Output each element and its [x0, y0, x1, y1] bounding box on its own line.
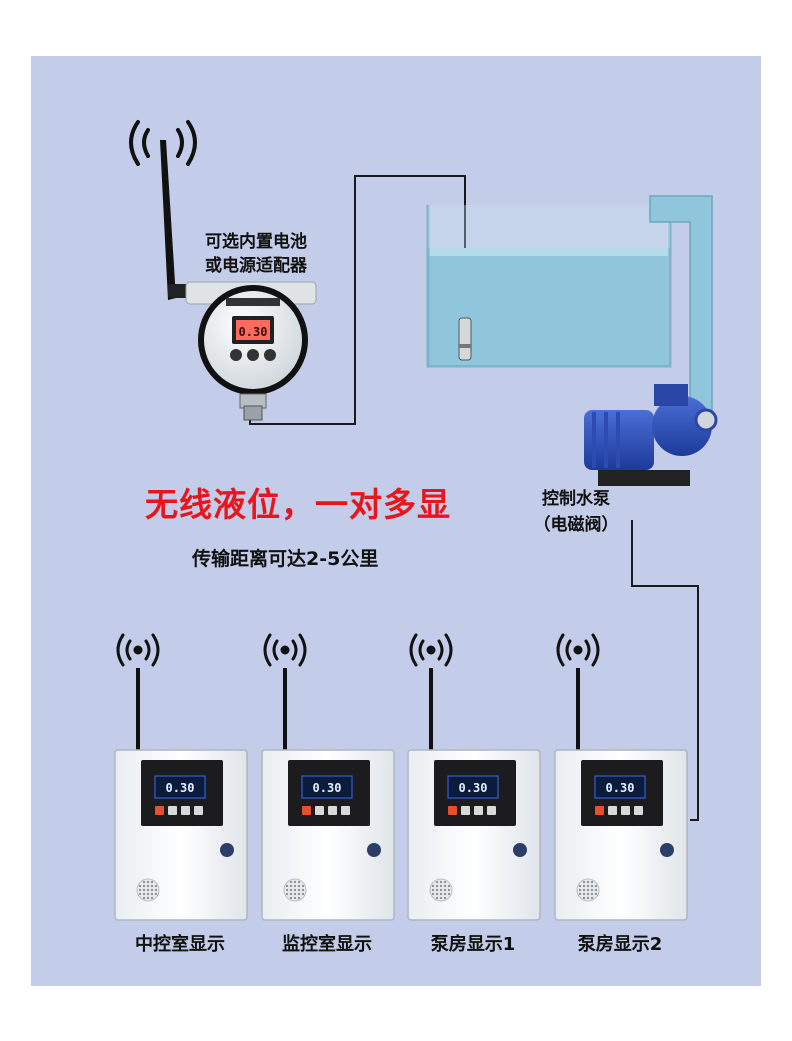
headline: 无线液位，一对多显	[145, 485, 451, 524]
antenna-signal-icon	[409, 633, 453, 667]
pump-caption-line1: 控制水泵	[542, 489, 610, 509]
receiver-display-2: 0.30	[261, 633, 395, 921]
receiver-caption-1: 中控室显示	[135, 934, 225, 955]
receiver-lcd	[301, 775, 353, 799]
lock-knob	[367, 843, 381, 857]
level-transmitter	[185, 281, 317, 421]
speaker-grille-icon	[283, 878, 307, 902]
sensor-caption-line2: 或电源适配器	[205, 256, 307, 276]
receiver-display-value: 0.30	[166, 781, 195, 795]
receiver-display-4: 0.30	[554, 633, 688, 921]
receiver-lcd	[594, 775, 646, 799]
speaker-grille-icon	[136, 878, 160, 902]
subline: 传输距离可达2-5公里	[192, 548, 379, 570]
receiver-caption-2: 监控室显示	[282, 934, 372, 955]
antenna-signal-icon	[116, 633, 160, 667]
receiver-caption-4: 泵房显示2	[577, 934, 663, 955]
receiver-display-value: 0.30	[606, 781, 635, 795]
pump-caption-line2: （电磁阀）	[533, 515, 619, 535]
receiver-lcd	[154, 775, 206, 799]
receiver-antenna	[136, 668, 140, 752]
sensor-cable	[249, 175, 466, 425]
receiver-antenna	[283, 668, 287, 752]
sensor-caption-line1: 可选内置电池	[205, 232, 307, 252]
receiver-button	[621, 806, 630, 815]
receiver-button	[168, 806, 177, 815]
sensor-power-caption: 可选内置电池 或电源适配器	[182, 230, 330, 278]
receiver-button	[448, 806, 457, 815]
receiver-button	[595, 806, 604, 815]
pump-cable	[631, 520, 699, 821]
receiver-display-value: 0.30	[459, 781, 488, 795]
receiver-button	[487, 806, 496, 815]
receiver-caption-3: 泵房显示1	[430, 934, 516, 955]
receiver-button	[341, 806, 350, 815]
receiver-display-1: 0.30	[114, 633, 248, 921]
receiver-button	[328, 806, 337, 815]
level-probe	[458, 317, 472, 361]
receiver-display-value: 0.30	[313, 781, 342, 795]
lock-knob	[660, 843, 674, 857]
receiver-button	[194, 806, 203, 815]
antenna-signal-icon	[263, 633, 307, 667]
receiver-display-3: 0.30	[407, 633, 541, 921]
receiver-button	[634, 806, 643, 815]
speaker-grille-icon	[429, 878, 453, 902]
water-pump	[584, 384, 718, 486]
speaker-grille-icon	[576, 878, 600, 902]
lock-knob	[513, 843, 527, 857]
antenna-signal-icon	[556, 633, 600, 667]
receiver-button	[315, 806, 324, 815]
lock-knob	[220, 843, 234, 857]
receiver-antenna	[429, 668, 433, 752]
receiver-button	[155, 806, 164, 815]
antenna-transmitter-icon	[129, 120, 197, 166]
receiver-button	[608, 806, 617, 815]
pump-caption: 控制水泵 （电磁阀）	[520, 486, 632, 538]
receiver-button	[181, 806, 190, 815]
receiver-antenna	[576, 668, 580, 752]
receiver-button	[474, 806, 483, 815]
receiver-lcd	[447, 775, 499, 799]
sensor-display-value: 0.30	[239, 325, 268, 339]
receiver-button	[302, 806, 311, 815]
receiver-button	[461, 806, 470, 815]
